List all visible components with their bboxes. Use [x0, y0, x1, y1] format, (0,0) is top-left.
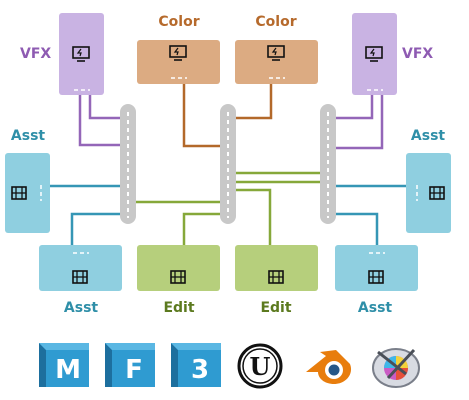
film-icon	[429, 186, 445, 200]
asst-storage-left[interactable]	[5, 153, 50, 233]
edit-label-left: Edit	[163, 300, 195, 316]
asst-storage-bottom-right[interactable]	[335, 245, 418, 291]
link-edit-3	[228, 188, 272, 245]
asst-label-bottom-left: Asst	[63, 300, 99, 316]
maya-logo: M	[39, 343, 89, 387]
flame-logo: F	[105, 343, 155, 387]
asst-label-right: Asst	[410, 128, 446, 144]
monitor-icon	[365, 46, 383, 62]
link-color-right	[228, 84, 273, 120]
link-vfx-right-1	[330, 95, 374, 120]
maya-logo-letter: M	[55, 355, 81, 385]
3dsmax-logo: 3	[171, 343, 221, 387]
color-workstation-left[interactable]	[137, 40, 220, 84]
switch-center	[220, 104, 236, 224]
vfx-label-right: VFX	[402, 46, 434, 62]
monitor-icon	[169, 45, 187, 61]
asst-label-bottom-right: Asst	[357, 300, 393, 316]
monitor-icon	[72, 46, 90, 62]
film-icon	[11, 186, 27, 200]
motion-logo	[372, 348, 420, 388]
edit-label-right: Edit	[260, 300, 292, 316]
vfx-workstation-right[interactable]	[352, 13, 397, 95]
asst-label-left: Asst	[10, 128, 46, 144]
edit-workstation-left[interactable]	[137, 245, 220, 291]
switch-right	[320, 104, 336, 224]
unreal-engine-logo-letter: U	[250, 352, 271, 381]
port-indicator	[73, 252, 89, 254]
port-indicator	[74, 89, 90, 91]
link-vfx-left-2	[88, 95, 126, 120]
film-icon	[72, 270, 88, 284]
3dsmax-logo-letter: 3	[191, 355, 209, 385]
film-icon	[268, 270, 284, 284]
asst-storage-right[interactable]	[406, 153, 451, 233]
link-vfx-left-1	[78, 95, 126, 147]
color-label-left: Color	[158, 14, 200, 30]
port-indicator	[367, 89, 383, 91]
blender-logo	[306, 350, 352, 384]
color-workstation-right[interactable]	[235, 40, 318, 84]
vfx-label-left: VFX	[20, 46, 52, 62]
film-icon	[170, 270, 186, 284]
link-asst-bottom-left	[70, 212, 126, 245]
port-indicator	[269, 77, 285, 79]
unreal-engine-logo: U	[237, 343, 283, 389]
film-icon	[368, 270, 384, 284]
edit-workstation-right[interactable]	[235, 245, 318, 291]
monitor-icon	[267, 45, 285, 61]
link-edit-2	[182, 212, 228, 245]
port-indicator	[369, 252, 385, 254]
asst-storage-bottom-left[interactable]	[39, 245, 122, 291]
link-asst-bottom-right	[330, 212, 379, 245]
port-indicator	[416, 185, 418, 201]
link-color-left	[182, 84, 228, 148]
color-label-right: Color	[255, 14, 297, 30]
link-vfx-right-2	[330, 95, 384, 150]
switch-left	[120, 104, 136, 224]
port-indicator	[171, 77, 187, 79]
port-indicator	[40, 185, 42, 201]
vfx-workstation-left[interactable]	[59, 13, 104, 95]
flame-logo-letter: F	[125, 355, 143, 385]
